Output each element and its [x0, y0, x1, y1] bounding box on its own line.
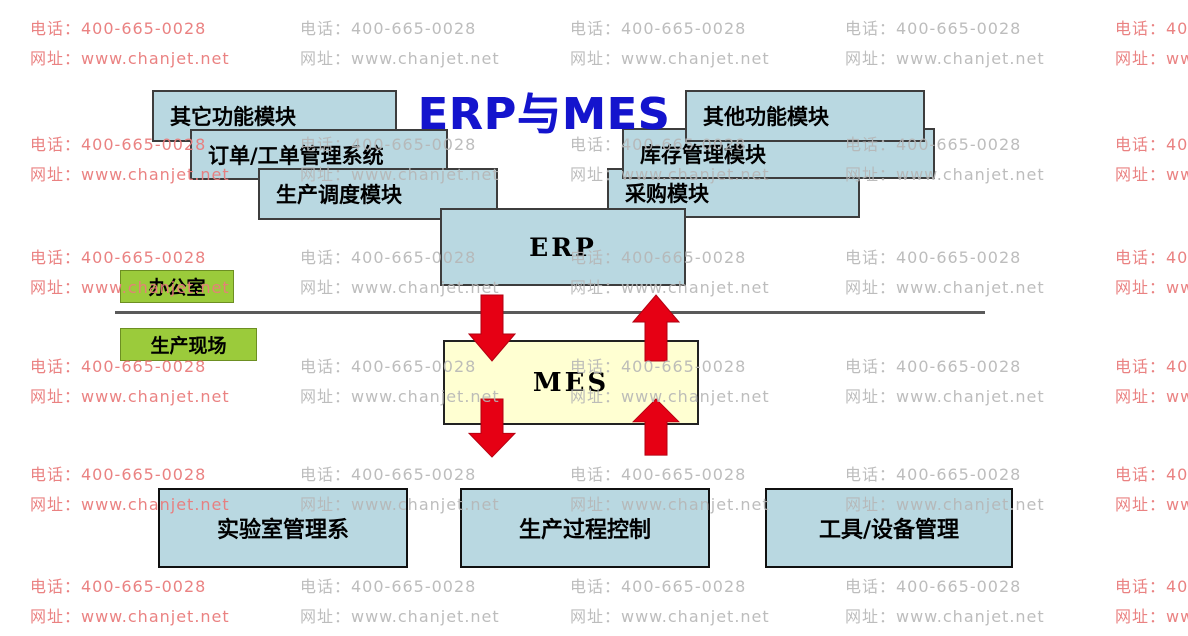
watermark-phone-text: 电话：400-665-0028	[30, 248, 207, 267]
zone-production-floor-text: 生产现场	[150, 335, 227, 357]
watermark-tile: 电话：400-665-0028 网址：www.chanjet.net	[1115, 14, 1188, 74]
watermark-phone-text: 电话：400-665-0028	[1115, 248, 1188, 267]
watermark-url-text: 网址：www.chanjet.net	[845, 49, 1045, 68]
watermark-phone-text: 电话：400-665-0028	[845, 19, 1022, 38]
watermark-phone-text: 电话：400-665-0028	[845, 465, 1022, 484]
watermark-phone-text: 电话：400-665-0028	[1115, 19, 1188, 38]
watermark-phone-text: 电话：400-665-0028	[845, 577, 1022, 596]
mes-module-box-process-control: 生产过程控制	[460, 488, 710, 568]
erp-module-label: 其它功能模块	[170, 105, 296, 129]
watermark-url-text: 网址：www.chanjet.net	[845, 387, 1045, 406]
watermark-url-text: 网址：www.chanjet.net	[1115, 165, 1188, 184]
arrow-down-icon	[468, 294, 516, 362]
watermark-tile: 电话：400-665-0028 网址：www.chanjet.net	[300, 572, 500, 632]
watermark-phone-text: 电话：400-665-0028	[300, 577, 477, 596]
watermark-phone-text: 电话：400-665-0028	[1115, 357, 1188, 376]
watermark-url-text: 网址：www.chanjet.net	[1115, 607, 1188, 626]
zone-label-office: 办公室	[120, 270, 234, 303]
watermark-tile: 电话：400-665-0028 网址：www.chanjet.net	[300, 14, 500, 74]
erp-module-label: 库存管理模块	[640, 142, 766, 167]
watermark-phone-text: 电话：400-665-0028	[1115, 135, 1188, 154]
watermark-tile: 电话：400-665-0028 网址：www.chanjet.net	[30, 572, 230, 632]
watermark-url-text: 网址：www.chanjet.net	[570, 49, 770, 68]
arrow-up-icon	[632, 398, 680, 456]
zone-office-text: 办公室	[148, 277, 206, 299]
watermark-url-text: 网址：www.chanjet.net	[300, 49, 500, 68]
watermark-url-text: 网址：www.chanjet.net	[1115, 387, 1188, 406]
mes-module-label: 生产过程控制	[518, 518, 651, 543]
office-floor-divider-line	[115, 311, 985, 314]
watermark-url-text: 网址：www.chanjet.net	[845, 278, 1045, 297]
mes-module-box-laboratory-management: 实验室管理系	[158, 488, 408, 568]
watermark-phone-text: 电话：400-665-0028	[570, 465, 747, 484]
erp-module-label: 采购模块	[625, 182, 709, 206]
watermark-tile: 电话：400-665-0028 网址：www.chanjet.net	[845, 14, 1045, 74]
watermark-tile: 电话：400-665-0028 网址：www.chanjet.net	[1115, 460, 1188, 520]
watermark-url-text: 网址：www.chanjet.net	[845, 607, 1045, 626]
mes-module-label: 工具/设备管理	[818, 518, 960, 543]
erp-module-box-other-functions-right: 其他功能模块	[685, 90, 925, 142]
erp-module-label: 订单/工单管理系统	[208, 143, 384, 168]
watermark-phone-text: 电话：400-665-0028	[300, 465, 477, 484]
erp-module-label: 其他功能模块	[703, 105, 829, 129]
watermark-url-text: 网址：www.chanjet.net	[1115, 495, 1188, 514]
watermark-tile: 电话：400-665-0028 网址：www.chanjet.net	[570, 572, 770, 632]
arrow-up-icon	[632, 294, 680, 362]
watermark-phone-text: 电话：400-665-0028	[570, 577, 747, 596]
mes-module-label: 实验室管理系	[216, 518, 349, 543]
erp-box: ERP	[440, 208, 686, 286]
erp-label: ERP	[529, 232, 597, 262]
watermark-url-text: 网址：www.chanjet.net	[1115, 49, 1188, 68]
mes-module-box-tool-equipment-management: 工具/设备管理	[765, 488, 1013, 568]
zone-label-production-floor: 生产现场	[120, 328, 257, 361]
watermark-phone-text: 电话：400-665-0028	[30, 465, 207, 484]
watermark-phone-text: 电话：400-665-0028	[1115, 577, 1188, 596]
watermark-url-text: 网址：www.chanjet.net	[30, 607, 230, 626]
watermark-phone-text: 电话：400-665-0028	[300, 19, 477, 38]
arrow-down-icon	[468, 398, 516, 458]
watermark-tile: 电话：400-665-0028 网址：www.chanjet.net	[570, 14, 770, 74]
watermark-tile: 电话：400-665-0028 网址：www.chanjet.net	[1115, 130, 1188, 190]
watermark-phone-text: 电话：400-665-0028	[30, 19, 207, 38]
watermark-tile: 电话：400-665-0028 网址：www.chanjet.net	[1115, 352, 1188, 412]
watermark-phone-text: 电话：400-665-0028	[1115, 465, 1188, 484]
watermark-tile: 电话：400-665-0028 网址：www.chanjet.net	[845, 243, 1045, 303]
watermark-url-text: 网址：www.chanjet.net	[1115, 278, 1188, 297]
watermark-phone-text: 电话：400-665-0028	[845, 357, 1022, 376]
watermark-tile: 电话：400-665-0028 网址：www.chanjet.net	[1115, 243, 1188, 303]
watermark-phone-text: 电话：400-665-0028	[30, 577, 207, 596]
watermark-tile: 电话：400-665-0028 网址：www.chanjet.net	[1115, 572, 1188, 632]
watermark-url-text: 网址：www.chanjet.net	[30, 387, 230, 406]
watermark-tile: 电话：400-665-0028 网址：www.chanjet.net	[845, 352, 1045, 412]
watermark-tile: 电话：400-665-0028 网址：www.chanjet.net	[30, 14, 230, 74]
watermark-url-text: 网址：www.chanjet.net	[30, 49, 230, 68]
watermark-phone-text: 电话：400-665-0028	[845, 248, 1022, 267]
diagram-title: ERP与MES	[417, 89, 671, 140]
watermark-url-text: 网址：www.chanjet.net	[300, 607, 500, 626]
erp-module-box-order-management: 订单/工单管理系统	[190, 129, 448, 180]
mes-label: MES	[532, 367, 610, 398]
watermark-url-text: 网址：www.chanjet.net	[570, 607, 770, 626]
erp-module-label: 生产调度模块	[276, 183, 402, 207]
watermark-phone-text: 电话：400-665-0028	[570, 19, 747, 38]
watermark-tile: 电话：400-665-0028 网址：www.chanjet.net	[845, 572, 1045, 632]
